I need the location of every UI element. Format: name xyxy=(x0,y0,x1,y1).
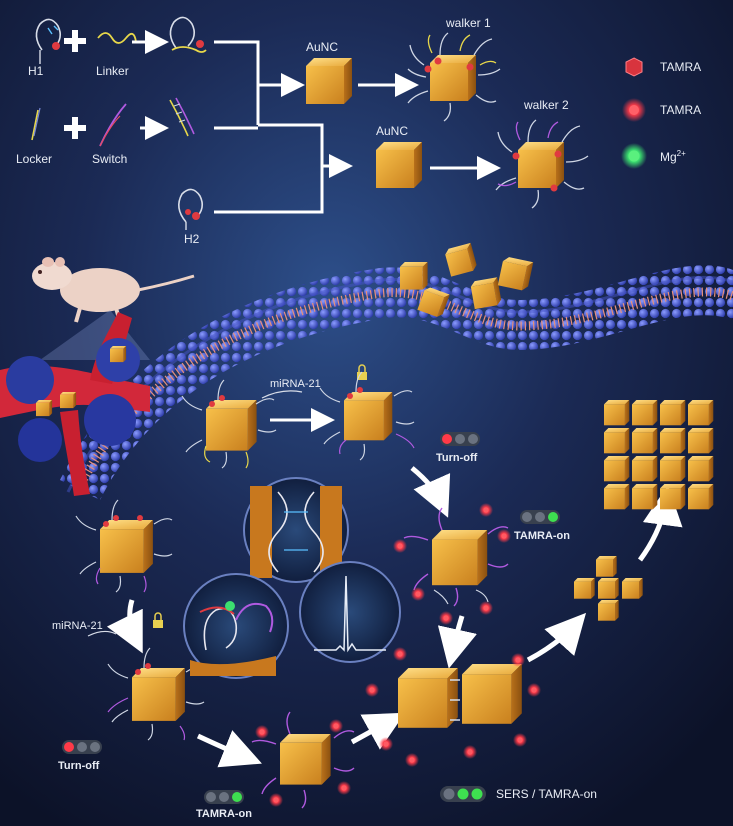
walker-1-label: walker 1 xyxy=(446,16,491,30)
probe-cube-bottom-center xyxy=(251,711,355,809)
walker-1-illustration xyxy=(407,32,501,122)
sers-on-indicator xyxy=(440,786,486,802)
tumor-vessel-illustration xyxy=(0,312,150,496)
legend-tamra-glow-label: TAMRA xyxy=(660,103,702,117)
probe-cube-top-left xyxy=(181,379,277,469)
turn-off-label-top: Turn-off xyxy=(436,452,478,464)
probe-cube-right-active xyxy=(403,507,509,607)
h1-label: H1 xyxy=(28,64,44,78)
arrow-icon-9 xyxy=(350,712,406,750)
tamra-hexagon-icon xyxy=(625,57,643,77)
mirna-strand-top xyxy=(261,390,303,399)
probe-cube-top-center xyxy=(319,371,415,461)
walker-2-label: walker 2 xyxy=(524,98,569,112)
turn-off-label-bottom: Turn-off xyxy=(58,760,100,772)
arrow-icon-6 xyxy=(410,466,451,518)
tamra-on-indicator-right xyxy=(520,510,560,524)
inset-sers-spectrum xyxy=(299,561,401,663)
aunc-label-top: AuNC xyxy=(306,40,339,54)
mirna-label-left: miRNA-21 xyxy=(52,620,103,632)
switch-label: Switch xyxy=(92,152,128,166)
plus-icon xyxy=(64,30,86,52)
locker-strand-icon xyxy=(31,107,41,141)
inset-dna-gap xyxy=(243,477,349,583)
lock-icon-2 xyxy=(153,612,163,628)
mirna-label-top: miRNA-21 xyxy=(270,378,321,390)
h1-hairpin-icon xyxy=(35,18,62,64)
aunc-cube-icon-2 xyxy=(376,142,422,188)
arrow-icon-11 xyxy=(526,612,587,663)
turn-off-indicator-bottom xyxy=(62,740,102,754)
mirna-strand-left xyxy=(87,630,117,637)
h2-hairpin-icon xyxy=(178,188,204,230)
cube-dimer xyxy=(398,664,522,728)
arrow-icon-8 xyxy=(196,730,262,768)
arrow-icon-10 xyxy=(437,615,477,669)
linker-label: Linker xyxy=(96,64,129,78)
aunc-label-bottom: AuNC xyxy=(376,124,409,138)
h1-linker-complex-icon xyxy=(169,16,207,53)
turn-off-indicator-top xyxy=(440,432,480,446)
locker-label: Locker xyxy=(16,152,53,166)
walker-2-illustration xyxy=(495,119,589,209)
aunc-cube-icon xyxy=(306,58,352,104)
mg-glow-icon xyxy=(621,143,647,169)
h2-label: H2 xyxy=(184,232,200,246)
legend-tamra-hexagon-label: TAMRA xyxy=(660,60,702,74)
mouse-illustration xyxy=(32,257,195,323)
flow-connectors xyxy=(214,40,353,214)
sers-tamra-on-label: SERS / TAMRA-on xyxy=(496,787,597,801)
inset-mg-binding xyxy=(183,573,289,679)
legend-mg-label: Mg2+ xyxy=(660,149,686,164)
tamra-on-label-right: TAMRA-on xyxy=(514,530,570,542)
lock-icon xyxy=(357,364,367,380)
probe-cube-left xyxy=(75,499,173,593)
plus-icon-2 xyxy=(64,117,86,139)
cell-membrane xyxy=(60,265,733,500)
linker-strand-icon xyxy=(97,32,137,44)
tamra-on-indicator-bottom xyxy=(204,790,244,804)
tamra-on-label-bottom: TAMRA-on xyxy=(196,808,252,820)
arrow-icon-7 xyxy=(106,599,143,654)
tamra-glow-icon xyxy=(622,98,646,122)
locker-switch-duplex-icon xyxy=(169,97,195,137)
